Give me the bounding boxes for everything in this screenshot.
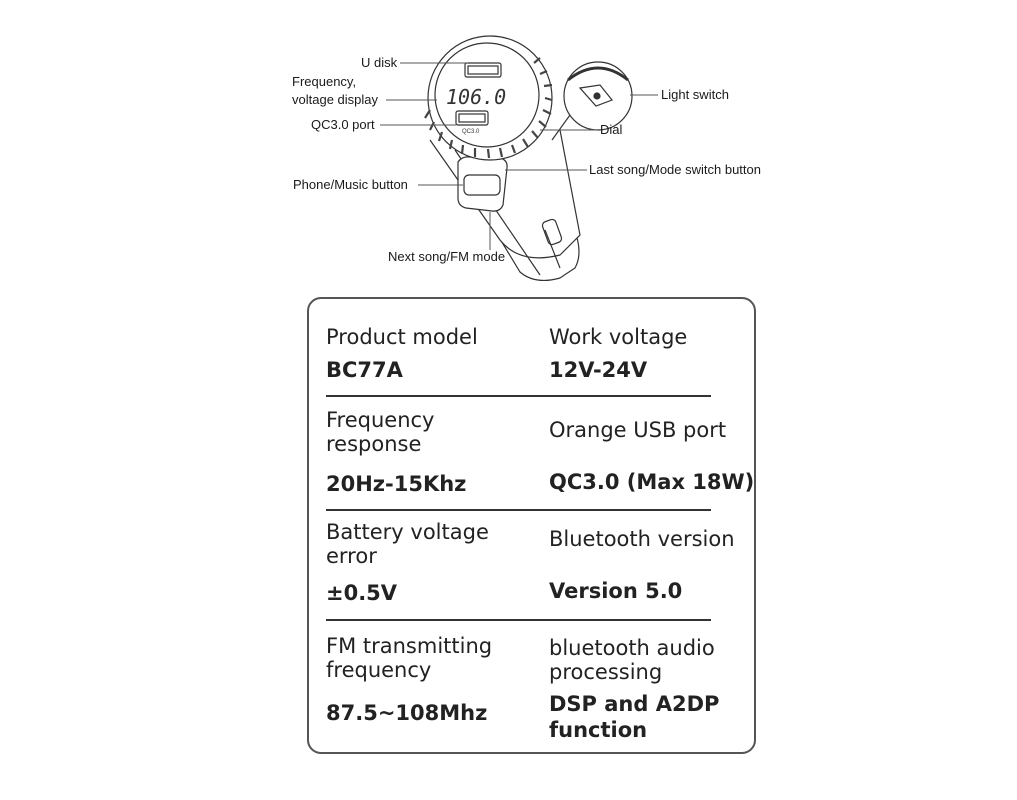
spec-value: BC77A — [326, 358, 403, 382]
display-reading: 106.0 — [446, 85, 506, 109]
spec-value: 12V-24V — [549, 358, 648, 382]
label-last-song: Last song/Mode switch button — [589, 162, 761, 177]
spec-label: Work voltage — [549, 325, 688, 349]
spec-value: ±0.5V — [326, 581, 398, 605]
divider — [326, 395, 711, 397]
divider — [326, 619, 711, 621]
label-next-song: Next song/FM mode — [388, 249, 506, 264]
spec-label: Bluetooth version — [549, 527, 735, 551]
port-marking: QC3.0 — [462, 129, 480, 135]
spec-label: Battery voltage error — [326, 520, 489, 568]
label-light-switch: Light switch — [661, 87, 729, 102]
spec-value: 20Hz-15Khz — [326, 472, 467, 496]
label-u-disk: U disk — [361, 55, 398, 70]
spec-value: Version 5.0 — [549, 579, 683, 603]
spec-label: Orange USB port — [549, 418, 727, 442]
spec-value: DSP and A2DP function — [549, 692, 720, 742]
spec-value: 87.5~108Mhz — [326, 701, 488, 725]
label-qc-port: QC3.0 port — [311, 117, 375, 132]
spec-label: bluetooth audio processing — [549, 636, 715, 684]
label-frequency-line1: Frequency, — [292, 74, 357, 89]
spec-value: QC3.0 (Max 18W) — [549, 470, 755, 494]
spec-table — [307, 297, 756, 754]
label-frequency-line2: voltage display — [292, 92, 378, 107]
divider — [326, 509, 711, 511]
label-dial: Dial — [600, 122, 623, 137]
spec-label: Product model — [326, 325, 478, 349]
car-fm-transmitter-diagram: 106.0 QC3.0 — [380, 35, 658, 282]
spec-label: FM transmitting frequency — [326, 634, 493, 682]
label-phone-music: Phone/Music button — [293, 177, 408, 192]
spec-label: Frequency response — [326, 408, 435, 456]
